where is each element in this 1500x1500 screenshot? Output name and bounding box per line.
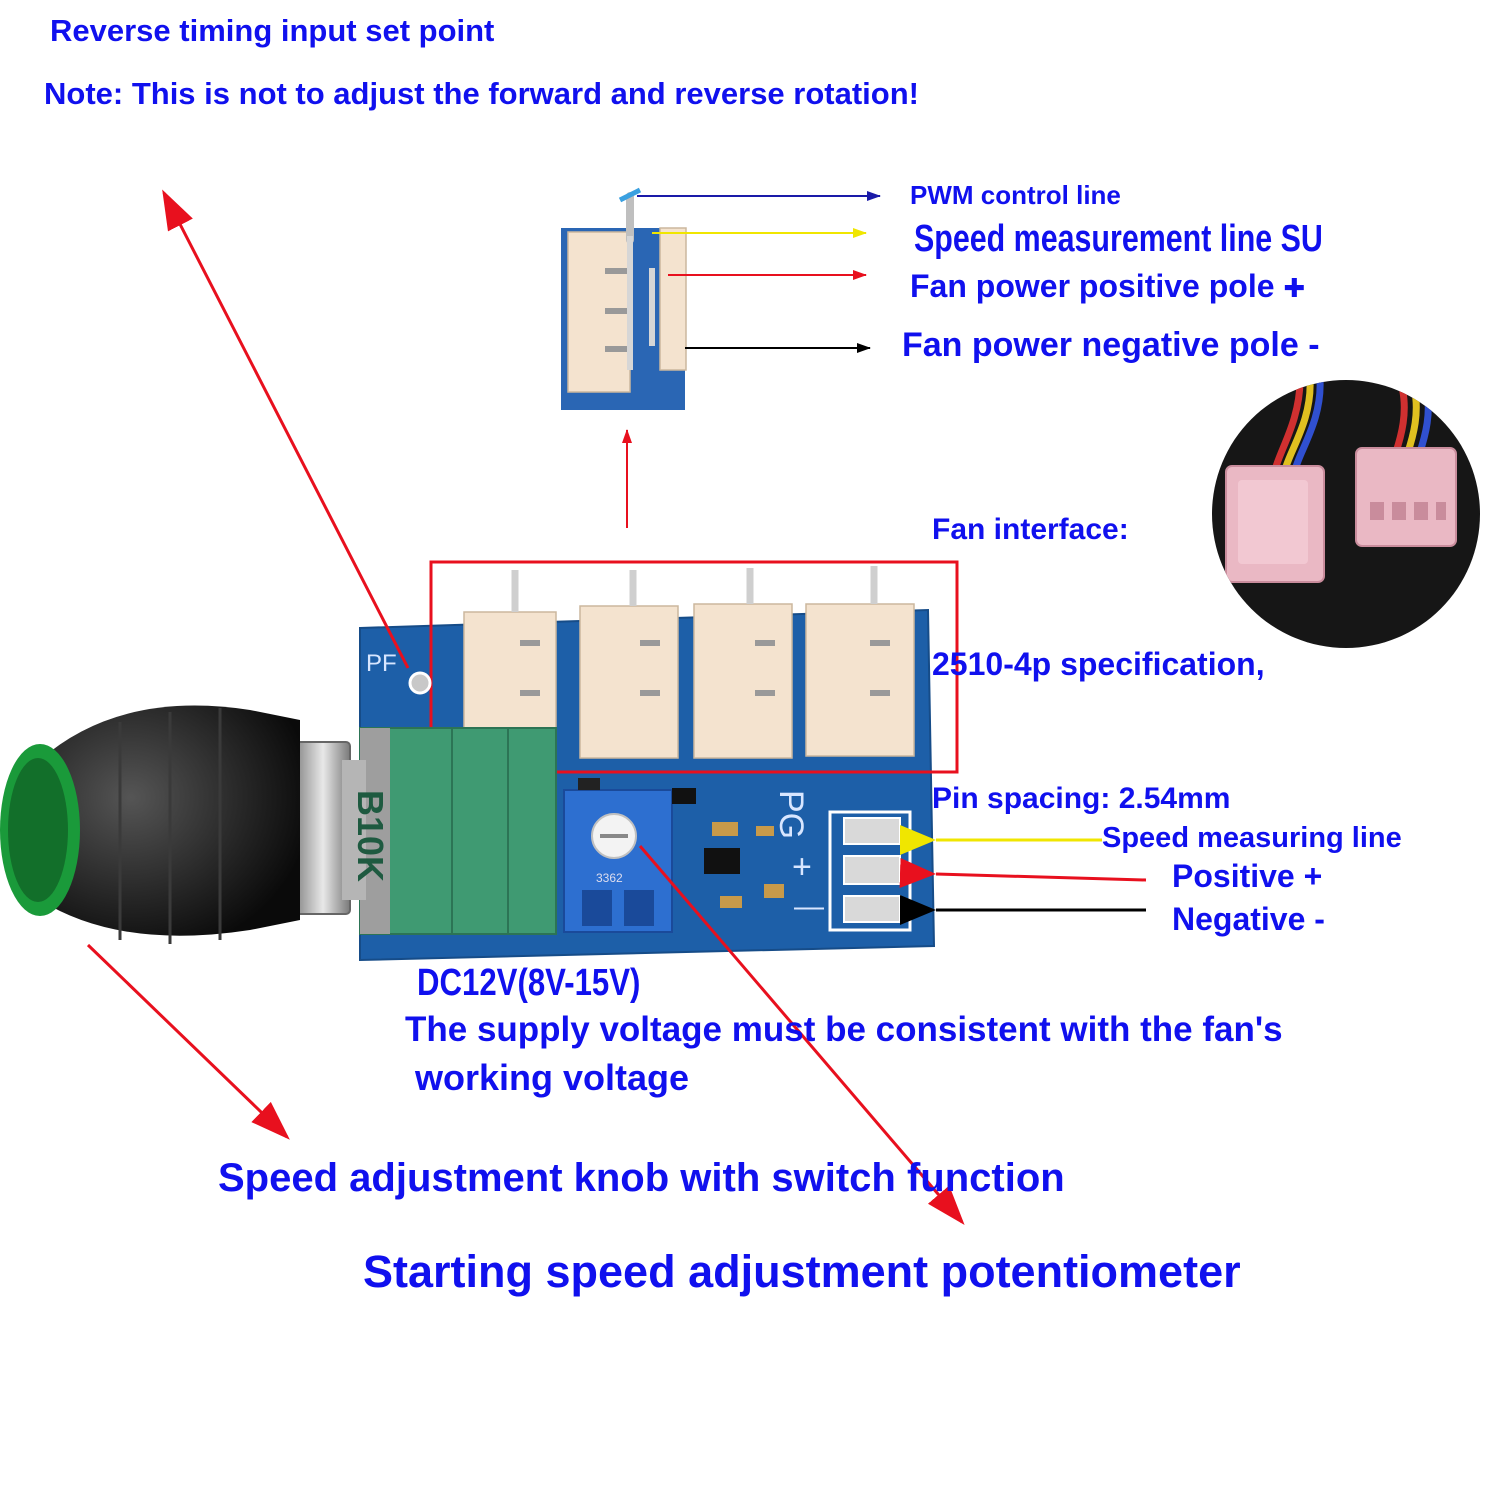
- fan-header-1: [463, 570, 557, 749]
- knob-arrow: [86, 943, 290, 1140]
- potentiometer-arrow: [638, 845, 965, 1226]
- fan-connector-photo: [1212, 380, 1480, 648]
- header-highlight-box: [429, 560, 959, 774]
- pf-mark: PF: [366, 650, 397, 677]
- speed-potentiometer: [359, 727, 557, 935]
- knob-label: Speed adjustment knob with switch functi…: [218, 1156, 1065, 1200]
- connector-closeup: [561, 187, 687, 410]
- power-terminal: [828, 810, 912, 932]
- pcb-board: [359, 560, 959, 962]
- fan-positive-text: Fan power positive pole: [910, 268, 1275, 304]
- trimmer-code-mark: 3362: [596, 871, 623, 885]
- pad-negative: [843, 895, 901, 923]
- fan-header-2: [579, 570, 679, 759]
- pad-positive: [843, 855, 901, 885]
- pot-value-mark: B10K: [350, 790, 391, 883]
- fan-header-4: [805, 566, 915, 757]
- pg-mark: PG: [772, 790, 810, 840]
- plus-mark: +: [792, 848, 812, 886]
- voltage-note-line1: The supply voltage must be consistent wi…: [405, 1010, 1283, 1049]
- fan-interface-label: Fan interface:: [932, 513, 1129, 546]
- fan-header-3: [693, 568, 793, 759]
- potentiometer-label: Starting speed adjustment potentiometer: [363, 1246, 1241, 1297]
- pad-speed: [843, 817, 901, 845]
- reverse-timing-arrow: [162, 189, 410, 669]
- speed-measurement-label: Speed measurement line SU: [914, 218, 1323, 260]
- pin-spacing-label: Pin spacing: 2.54mm: [932, 782, 1231, 815]
- rotation-note-label: Note: This is not to adjust the forward …: [44, 76, 919, 111]
- fan-positive-symbol: ✚: [1283, 273, 1306, 303]
- speed-knob: [0, 705, 366, 944]
- reverse-timing-label: Reverse timing input set point: [50, 13, 495, 48]
- minus-mark: —: [794, 890, 824, 923]
- positive-terminal-arrow: [899, 857, 1147, 888]
- speed-measuring-line-label: Speed measuring line: [1102, 822, 1402, 854]
- starting-speed-trimmer: [563, 789, 673, 933]
- pwm-label: PWM control line: [910, 180, 1121, 210]
- positive-terminal-label: Positive +: [1172, 858, 1323, 894]
- negative-terminal-label: Negative -: [1172, 901, 1325, 937]
- fan-negative-label: Fan power negative pole -: [902, 326, 1320, 364]
- fan-positive-label: Fan power positive pole ✚: [910, 270, 1305, 302]
- voltage-note-line2: working voltage: [415, 1057, 690, 1098]
- voltage-label: DC12V(8V-15V): [417, 962, 641, 1004]
- spec-label: 2510-4p specification,: [932, 646, 1265, 682]
- pf-pad: [408, 671, 432, 695]
